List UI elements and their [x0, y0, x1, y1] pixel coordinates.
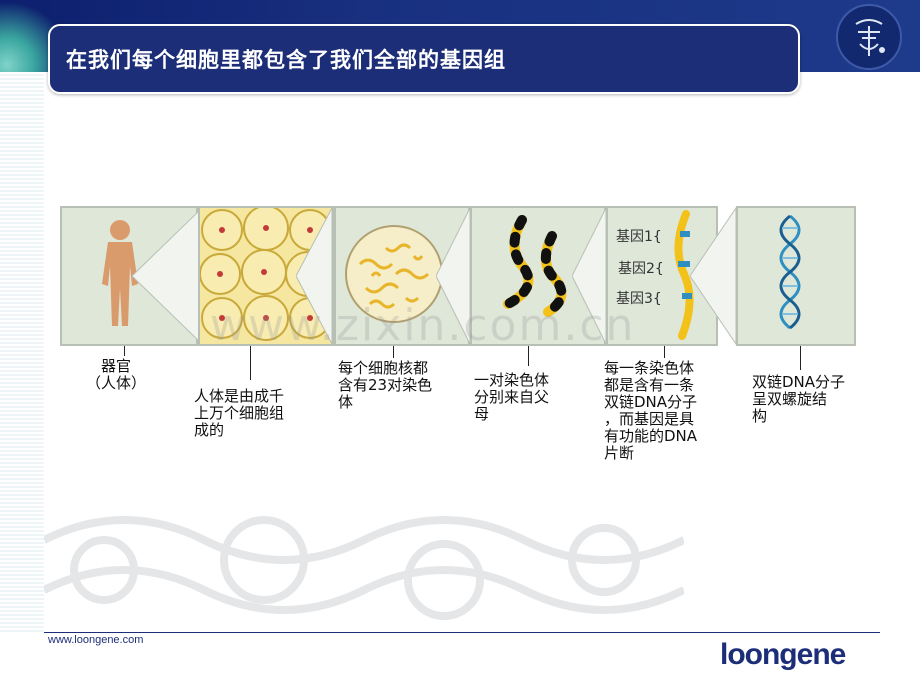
caption-nucleus: 每个细胞核都 含有23对染色 体	[338, 359, 433, 411]
callout-line	[664, 346, 665, 358]
callout-line	[250, 346, 251, 380]
title-bar: 在我们每个细胞里都包含了我们全部的基因组	[48, 24, 800, 94]
label-box	[334, 358, 454, 418]
label-box	[748, 372, 860, 432]
footer-divider	[44, 632, 880, 633]
biology-hierarchy-figure: 基因1{ 基因2{ 基因3{	[60, 205, 856, 346]
dna-helix-icon	[779, 214, 801, 330]
caption-organ: 器官 （人体）	[86, 357, 147, 392]
cells-icon	[199, 205, 331, 341]
background-molecule-decoration	[44, 516, 684, 620]
label-box	[190, 382, 320, 470]
caption-chromosome-pair: 一对染色体 分别来自父 母	[474, 371, 550, 423]
callout-line	[528, 346, 529, 366]
caption-genes: 每一条染色体 都是含有一条 双链DNA分子 ，而基因是具 有功能的DNA 片断	[604, 359, 698, 462]
caption-dna: 双链DNA分子 呈双螺旋结 构	[752, 373, 846, 425]
footer-url: www.loongene.com	[48, 634, 144, 646]
left-decorative-strip	[0, 72, 44, 632]
gene-label-1: 基因1{	[616, 229, 662, 245]
footer-brand-logo: loongene	[720, 638, 846, 671]
chromosome-pair-icon	[503, 215, 567, 317]
watermark-text: www.zixin.com.cn	[210, 300, 636, 351]
panel-genes: 基因1{ 基因2{ 基因3{	[606, 206, 718, 346]
company-logo-icon	[836, 4, 902, 70]
gene-label-3: 基因3{	[616, 291, 662, 307]
chromosome-icon	[674, 210, 694, 340]
gene-label-2: 基因2{	[618, 261, 664, 277]
slide-title: 在我们每个细胞里都包含了我们全部的基因组	[66, 48, 506, 72]
caption-cells: 人体是由成千 上万个细胞组 成的	[194, 387, 285, 439]
label-box	[60, 356, 170, 416]
panel-chromosome-pair	[470, 206, 606, 346]
callout-line	[800, 346, 801, 370]
panel-dna	[736, 206, 856, 346]
zoom-connector	[296, 207, 333, 345]
human-figure-icon	[102, 220, 138, 326]
callout-line	[124, 346, 125, 358]
label-box	[600, 358, 720, 470]
label-box	[470, 368, 582, 428]
callout-line	[393, 346, 394, 358]
